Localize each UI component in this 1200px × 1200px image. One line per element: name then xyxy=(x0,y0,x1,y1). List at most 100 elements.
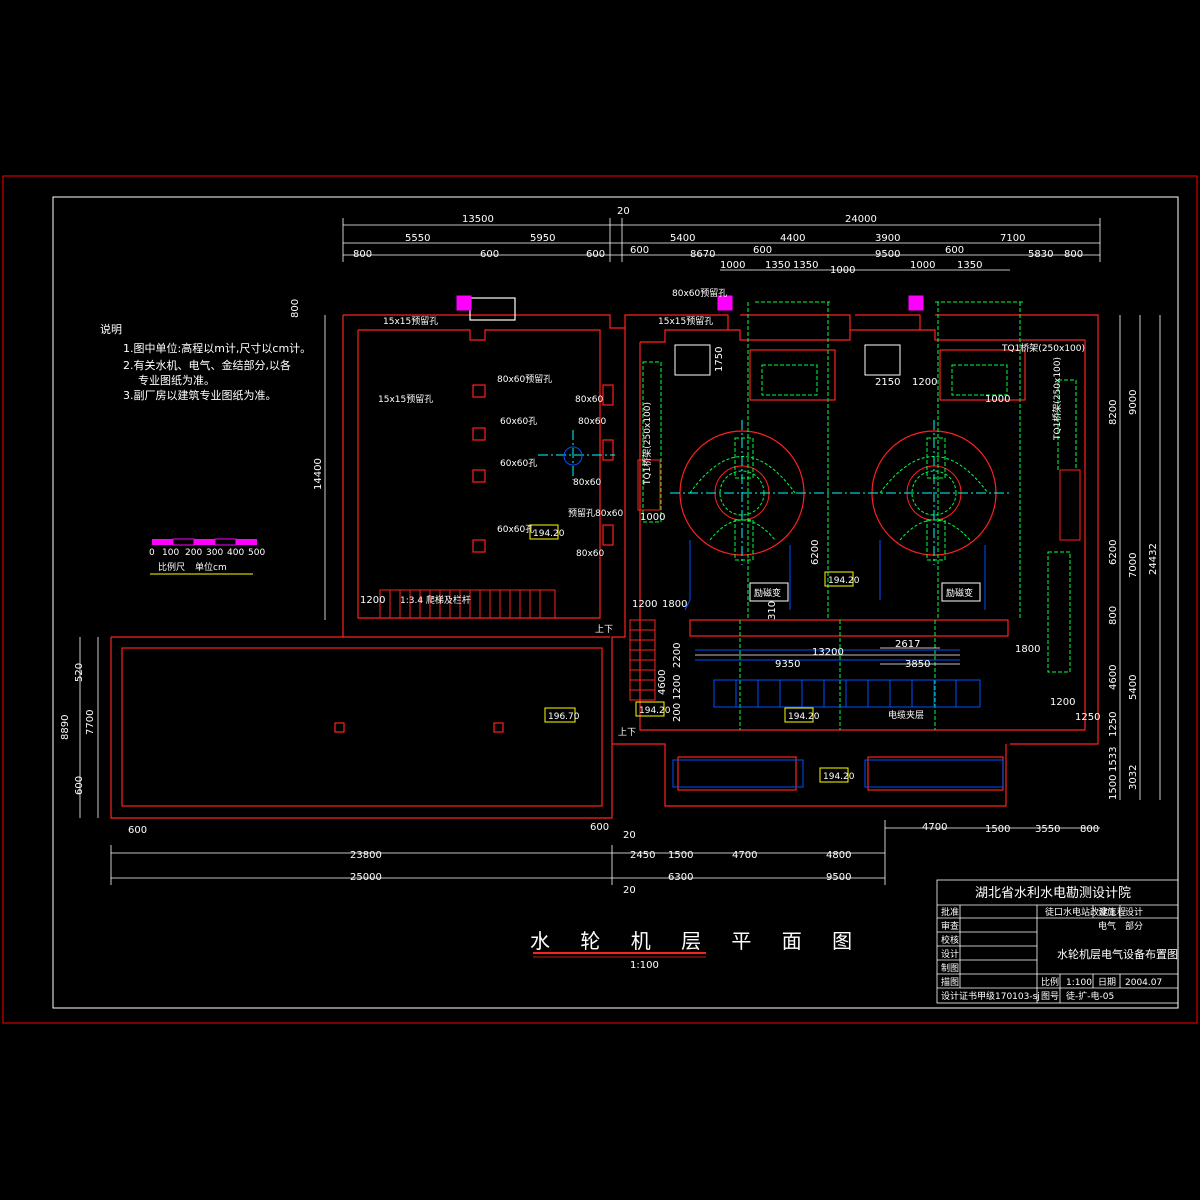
dim-int-1250: 1250 xyxy=(1075,712,1100,723)
building-walls xyxy=(110,297,1099,819)
dim-7100: 7100 xyxy=(1000,233,1025,244)
opening-label-2: 15x15预留孔 xyxy=(658,315,713,327)
dim-left-14400: 14400 xyxy=(313,458,324,490)
dim-int-2150: 2150 xyxy=(875,377,900,388)
scale-tick-0: 0 xyxy=(149,548,155,558)
note-line-1: 1.图中单位:高程以m计,尺寸以cm计。 xyxy=(123,341,311,355)
opening-label-12: 80x60 xyxy=(576,549,605,559)
dim-bottom-800: 800 xyxy=(1080,824,1099,835)
stair-label-1: 上下 xyxy=(595,624,613,635)
dim-int-1200-c: 1200 xyxy=(672,675,683,700)
certificate: 设计证书甲级170103-sj xyxy=(941,990,1040,1002)
note-line-3: 专业图纸为准。 xyxy=(138,373,215,387)
opening-label-9: 80x60 xyxy=(575,395,604,405)
dim-600-c: 600 xyxy=(630,245,649,256)
dim-bottom-9500: 9500 xyxy=(826,872,851,883)
row-trace: 描图 xyxy=(941,976,959,988)
pipe-circle xyxy=(563,446,583,466)
dim-right-4600: 4600 xyxy=(1108,665,1119,690)
dim-1000-c: 1000 xyxy=(910,260,935,271)
dim-int-1800-b: 1800 xyxy=(1015,644,1040,655)
dim-bottom-600-b: 600 xyxy=(590,822,609,833)
tray-label-1: TQ1桥架(250x100) xyxy=(1001,342,1085,354)
opening-label-6: 60x60孔 xyxy=(500,416,537,427)
notes-block: 说明 1.图中单位:高程以m计,尺寸以cm计。 2.有关水机、电气、金结部分,以… xyxy=(100,322,311,402)
row-design: 设计 xyxy=(941,948,959,960)
stage-label: 设施 xyxy=(1098,906,1116,918)
drawing-no: 徒-扩-电-05 xyxy=(1066,990,1114,1002)
dim-bottom-3550: 3550 xyxy=(1035,824,1060,835)
cable-routes xyxy=(672,540,1004,788)
dim-right-1500: 1500 xyxy=(1108,775,1119,800)
dim-left-800: 800 xyxy=(290,299,301,318)
row-check: 校核 xyxy=(941,934,959,946)
dim-right-8200: 8200 xyxy=(1108,400,1119,425)
dim-int-200: 200 xyxy=(672,703,683,722)
scale-tick-400: 400 xyxy=(227,548,244,558)
dim-bottom-1500-b: 1500 xyxy=(668,850,693,861)
opening-label-1: 15x15预留孔 xyxy=(383,315,438,327)
dim-5400: 5400 xyxy=(670,233,695,244)
scale-tick-500: 500 xyxy=(248,548,265,558)
dim-9500: 9500 xyxy=(875,249,900,260)
dim-bottom-4800: 4800 xyxy=(826,850,851,861)
dim-int-13200: 13200 xyxy=(812,647,844,658)
equipment-boxes xyxy=(674,344,981,602)
dim-int-1800-a: 1800 xyxy=(662,599,687,610)
elevation-stair: 194.20 xyxy=(639,706,671,716)
scale-tick-100: 100 xyxy=(162,548,179,558)
dim-bottom-2450: 2450 xyxy=(630,850,655,861)
institute-name: 湖北省水利水电勘测设计院 xyxy=(975,886,1131,901)
dim-left-520: 520 xyxy=(74,663,85,682)
elevation-boxes xyxy=(529,524,854,783)
cable-layer-label: 电缆夹层 xyxy=(888,709,924,721)
exciter-transformer-2-label: 励磁变 xyxy=(946,587,973,599)
dim-5950: 5950 xyxy=(530,233,555,244)
dim-5550: 5550 xyxy=(405,233,430,244)
dim-bottom-20: 20 xyxy=(623,830,636,841)
project-name: 徒口水电站改建工程 xyxy=(1045,906,1126,918)
date-value: 2004.07 xyxy=(1125,978,1162,988)
dim-int-1000-a: 1000 xyxy=(985,394,1010,405)
dim-right-800: 800 xyxy=(1108,606,1119,625)
axis-lines xyxy=(538,420,1010,565)
opening-label-5: 80x60预留孔 xyxy=(497,373,552,385)
dim-1000-a: 1000 xyxy=(720,260,745,271)
scale-label: 比例尺 xyxy=(158,561,185,573)
dim-bottom-600-a: 600 xyxy=(128,825,147,836)
dim-1000-b: 1000 xyxy=(830,265,855,276)
tray-label-3: TQ1桥架(250x100) xyxy=(641,402,653,486)
dim-int-9350: 9350 xyxy=(775,659,800,670)
inner-frame xyxy=(52,196,1179,1009)
drawing-scale: 1:100 xyxy=(630,960,659,971)
dim-24000: 24000 xyxy=(845,214,877,225)
dim-right-7000: 7000 xyxy=(1128,553,1139,578)
dim-right-3032: 3032 xyxy=(1128,765,1139,790)
dim-20-top: 20 xyxy=(617,206,630,217)
dim-4400: 4400 xyxy=(780,233,805,244)
drawing-name: 水轮机层电气设备布置图 xyxy=(1057,947,1178,961)
elevation-aux-room: 194.20 xyxy=(533,529,565,539)
dim-600-b: 600 xyxy=(586,249,605,260)
dim-8670: 8670 xyxy=(690,249,715,260)
dim-bottom-4700-a: 4700 xyxy=(922,822,947,833)
dim-int-4600: 4600 xyxy=(657,670,668,695)
row-review: 审查 xyxy=(941,920,959,932)
stairs xyxy=(379,589,656,701)
exciter-transformer-1-label: 励磁变 xyxy=(754,587,781,599)
dim-right-1250: 1250 xyxy=(1108,712,1119,737)
dim-int-1200-d: 1200 xyxy=(360,595,385,606)
dim-int-2200: 2200 xyxy=(672,643,683,668)
scale-unit: 单位cm xyxy=(195,561,227,573)
dim-600-a: 600 xyxy=(480,249,499,260)
discipline-label: 电气 xyxy=(1098,920,1116,932)
opening-label-7: 60x60孔 xyxy=(500,458,537,469)
opening-label-4: 80x60预留孔 xyxy=(672,287,727,299)
dim-right-5400: 5400 xyxy=(1128,675,1139,700)
dim-int-2617: 2617 xyxy=(895,639,920,650)
dim-600-e: 600 xyxy=(945,245,964,256)
date-label: 日期 xyxy=(1098,977,1116,988)
dim-800-b: 800 xyxy=(1064,249,1083,260)
discipline-value: 部分 xyxy=(1125,920,1143,932)
